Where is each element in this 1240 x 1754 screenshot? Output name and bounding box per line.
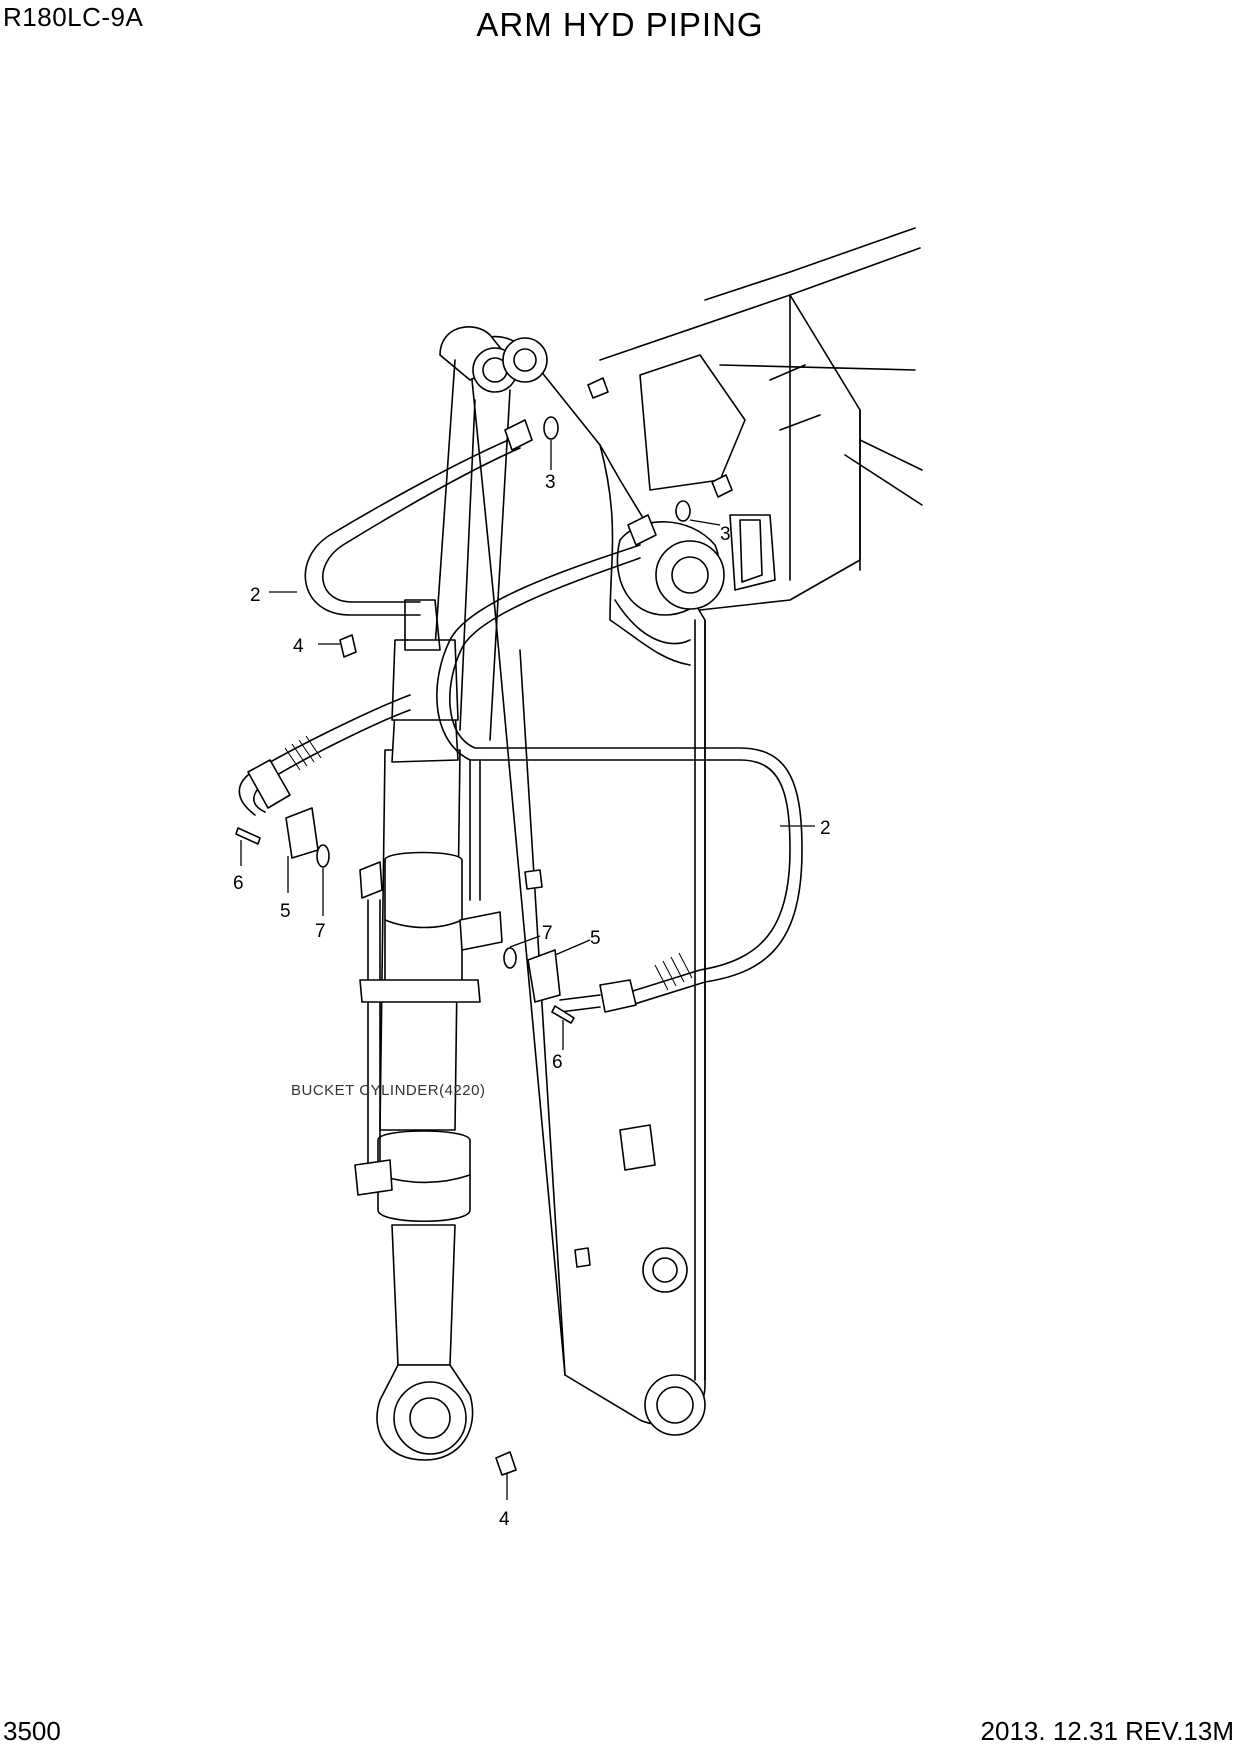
o-ring-3-lower bbox=[675, 500, 691, 522]
page-title: ARM HYD PIPING bbox=[476, 6, 764, 43]
bucket-cylinder bbox=[354, 599, 503, 1461]
bucket-cylinder-note: BUCKET CYLINDER(4220) bbox=[291, 1082, 485, 1099]
callout-leaders bbox=[240, 440, 815, 1500]
callout-3-upper: 3 bbox=[545, 472, 556, 493]
callout-6-left: 6 bbox=[233, 873, 244, 894]
revision-date: 2013. 12.31 REV.13M bbox=[980, 1716, 1234, 1746]
o-ring-7-right bbox=[503, 947, 517, 969]
o-ring-7-left bbox=[316, 844, 330, 868]
boom bbox=[599, 227, 923, 611]
callout-2-lower: 2 bbox=[820, 818, 831, 839]
hose-right bbox=[436, 544, 803, 1013]
bolt-6-left bbox=[235, 827, 261, 845]
split-flange-5-right bbox=[527, 949, 561, 1003]
callout-5-left: 5 bbox=[280, 901, 291, 922]
split-flange-5-left bbox=[285, 807, 319, 859]
o-ring-3-upper bbox=[543, 416, 559, 440]
callout-4-upper: 4 bbox=[293, 636, 304, 657]
callout-3-lower: 3 bbox=[720, 524, 731, 545]
model-code: R180LC-9A bbox=[3, 2, 144, 32]
grease-fitting-4-upper bbox=[339, 634, 357, 658]
callout-5-right: 5 bbox=[590, 928, 601, 949]
callout-7-left: 7 bbox=[315, 921, 326, 942]
arm-body bbox=[429, 326, 706, 1436]
page-number: 3500 bbox=[3, 1716, 61, 1746]
bolt-6-right bbox=[551, 1005, 575, 1024]
boom-arm-pivot bbox=[616, 514, 776, 616]
grease-fitting-4-lower bbox=[495, 1451, 517, 1476]
hose-left bbox=[238, 434, 521, 816]
callout-7-right: 7 bbox=[542, 923, 553, 944]
hose-end-fittings bbox=[504, 377, 733, 546]
callout-6-right: 6 bbox=[552, 1052, 563, 1073]
callout-2-upper: 2 bbox=[250, 585, 261, 606]
callout-4-lower: 4 bbox=[499, 1509, 510, 1530]
